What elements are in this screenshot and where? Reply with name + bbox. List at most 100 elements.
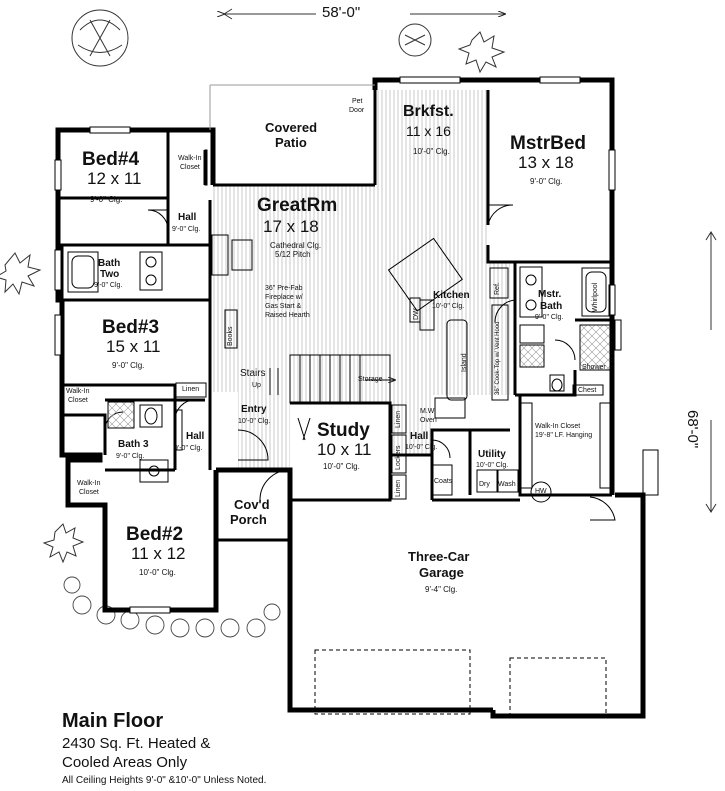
mw-oven-label: M.W.	[420, 408, 436, 415]
stairs-up: Up	[252, 382, 261, 389]
brkfst-dim: 11 x 16	[406, 123, 451, 139]
hall-mid-clg: 10'-0" Clg.	[405, 444, 438, 451]
hall-top-clg: 9'-0" Clg.	[172, 226, 201, 233]
study-label: Study	[317, 420, 370, 441]
coats-label: Coats	[434, 478, 453, 485]
brkfst-label: Brkfst.	[403, 103, 454, 120]
dry-label: Dry	[479, 481, 490, 488]
master-closet-hanging: 19'-8" LF. Hanging	[535, 432, 593, 439]
footer-area-line2: Cooled Areas Only	[62, 754, 188, 771]
fireplace-note-1: 36" Pre-Fab	[265, 285, 303, 292]
windows	[54, 76, 622, 614]
dimension-top-label: 58'-0"	[322, 4, 361, 21]
closets	[175, 149, 407, 500]
kitchen-label: Kitchen	[433, 290, 470, 301]
pet-door-label: Pet	[352, 98, 363, 105]
linen-study-label: Linen	[395, 410, 402, 428]
bed3-clg: 9'-0" Clg.	[112, 361, 145, 370]
bed3-dim: 15 x 11	[106, 337, 161, 356]
stairs-label: Stairs	[240, 368, 266, 379]
bath3-clg: 9'-0" Clg.	[116, 453, 145, 460]
porch-label-2: Porch	[230, 512, 267, 527]
bed2-dim: 11 x 12	[131, 544, 186, 563]
ref-label: Ref.	[494, 282, 501, 295]
garage-label: Three-Car	[408, 549, 470, 564]
garage-doors	[314, 649, 607, 715]
fixtures	[67, 234, 611, 503]
shower-label: Shower	[582, 364, 606, 371]
fireplace-note-2: Fireplace w/	[265, 294, 303, 301]
greatrm-clg: Cathedral Clg.	[270, 241, 322, 250]
dimension-side	[705, 231, 717, 513]
bath-two-label-2: Two	[100, 269, 120, 280]
study-dim: 10 x 11	[317, 440, 372, 459]
island-label: Island	[461, 353, 468, 372]
footer-title: Main Floor	[62, 710, 164, 732]
storage-label: Storage	[358, 376, 383, 383]
pet-door-label-2: Door	[349, 107, 365, 114]
walkin-closet-top: Walk-In	[178, 155, 202, 162]
master-closet-label: Walk-In Closet	[535, 423, 581, 430]
garage-clg: 9'-4" Clg.	[425, 585, 458, 594]
walkin-closet-low: Walk-In	[77, 480, 101, 487]
hw-label: HW	[535, 488, 547, 495]
entry-clg: 10'-0" Clg.	[238, 418, 271, 425]
cooktop-label: 36" Cook-Top w/ Vent Hood	[495, 321, 501, 395]
mstr-bath-label: Mstr.	[538, 289, 562, 300]
whirlpool-label: Whirlpool	[592, 282, 599, 312]
footer-ceiling-note: All Ceiling Heights 9'-0" &10'-0" Unless…	[62, 775, 267, 786]
mstrbed-dim: 13 x 18	[518, 153, 574, 172]
utility-clg: 10'-0" Clg.	[476, 462, 509, 469]
linen-lower-label: Linen	[395, 479, 402, 497]
bed2-label: Bed#2	[126, 524, 184, 545]
exterior-walls-back	[213, 90, 377, 187]
mstr-bath-label-2: Bath	[540, 301, 563, 312]
entry-label: Entry	[241, 404, 267, 415]
fireplace-note-3: Gas Start &	[265, 303, 302, 310]
porch-label: Cov'd	[234, 497, 270, 512]
mw-oven-label-2: Oven	[420, 417, 437, 424]
garage-small-door	[259, 449, 659, 521]
bath-two-label: Bath	[98, 258, 121, 269]
dw-label: DW	[413, 308, 420, 320]
bath3-label: Bath 3	[118, 439, 149, 450]
hall-low-clg: 9'-0" Clg.	[174, 445, 203, 452]
hall-low-label: Hall	[186, 431, 205, 442]
patio-outline	[209, 84, 375, 130]
walkin-closet-low-2: Closet	[79, 489, 99, 496]
walkin-closet-mid: Walk-In	[66, 388, 90, 395]
fireplace-note-4: Raised Hearth	[265, 312, 310, 319]
greatrm-pitch: 5/12 Pitch	[275, 250, 311, 259]
landscape-trees	[0, 9, 506, 564]
mstrbed-label: MstrBed	[510, 133, 587, 154]
greatrm-label: GreatRm	[257, 195, 338, 216]
hall-mid-label: Hall	[410, 431, 429, 442]
bed4-clg: 9'-0" Clg.	[90, 195, 123, 204]
patio-label-2: Patio	[275, 135, 307, 150]
bed2-clg: 10'-0" Clg.	[139, 568, 176, 577]
bed4-label: Bed#4	[82, 149, 140, 170]
stairs	[269, 354, 395, 404]
kitchen-clg: 10'-0" Clg.	[432, 303, 465, 310]
lockers-label: Lockers	[395, 445, 402, 470]
interior-walls	[58, 90, 612, 710]
wash-label: Wash	[498, 481, 516, 488]
dimension-side-label: 68'-0"	[684, 410, 701, 449]
brkfst-clg: 10'-0" Clg.	[413, 147, 450, 156]
patio-label: Covered	[265, 120, 318, 135]
walkin-closet-top-2: Closet	[180, 164, 200, 171]
garage-label-2: Garage	[419, 565, 464, 580]
linen-left-label: Linen	[182, 386, 200, 393]
bath-two-clg: 9'-0" Clg.	[94, 282, 123, 289]
study-clg: 10'-0" Clg.	[323, 462, 360, 471]
walkin-closet-mid-2: Closet	[68, 397, 88, 404]
mstrbed-clg: 9'-0" Clg.	[530, 177, 563, 186]
hall-top-label: Hall	[178, 212, 197, 223]
shrubs-row	[63, 576, 281, 638]
utility-label: Utility	[478, 449, 506, 460]
dimension-top	[224, 8, 505, 20]
mstr-bath-clg: 9'-0" Clg.	[535, 314, 564, 321]
greatrm-dim: 17 x 18	[263, 217, 319, 236]
footer-area-line1: 2430 Sq. Ft. Heated &	[62, 735, 211, 752]
